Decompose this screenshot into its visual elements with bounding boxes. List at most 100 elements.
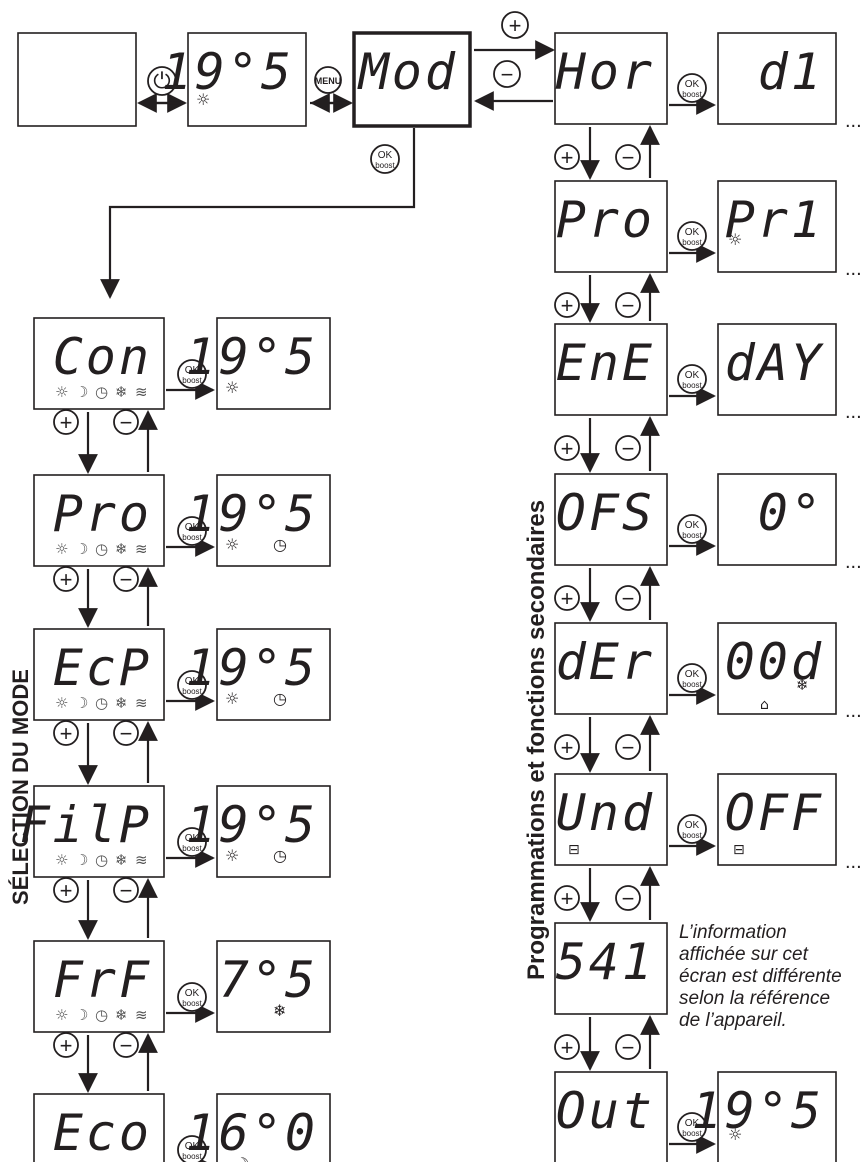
sun-icon: ☼ bbox=[55, 1006, 68, 1024]
mode-value-screen-1 bbox=[216, 474, 331, 567]
clock-icon: ◷ bbox=[95, 1006, 108, 1024]
function-screen-1-value: Pro bbox=[556, 191, 655, 249]
mode-value-screen-1-value: 19°5 bbox=[186, 485, 318, 543]
boost-label: boost bbox=[682, 1129, 702, 1138]
function-4-minus-button-label: − bbox=[622, 735, 635, 760]
function-1-minus-button-label: − bbox=[622, 293, 635, 318]
function-ok-button-0 bbox=[677, 73, 707, 103]
function-screen-4-value: dEr bbox=[556, 633, 655, 691]
function-screen-0 bbox=[554, 32, 668, 125]
function-6-minus-button-label: − bbox=[622, 1035, 635, 1060]
note-line-1: affichée sur cet bbox=[679, 944, 809, 965]
mode-screen-1 bbox=[33, 474, 165, 567]
power-icon: ⏻ bbox=[153, 68, 170, 93]
heat-waves-icon: ≋ bbox=[135, 694, 148, 712]
function-value-screen-2 bbox=[717, 323, 837, 416]
functions-section-label: Programmations et fonctions secondaires bbox=[523, 500, 550, 980]
top-minus-button bbox=[493, 60, 521, 88]
sun-icon: ☼ bbox=[225, 846, 239, 865]
top-minus-button-label: − bbox=[501, 62, 514, 87]
mode-ok-button-3 bbox=[177, 827, 207, 857]
mode-section-label: SÉLECTION DU MODE bbox=[8, 669, 33, 905]
continuation-dots: ... bbox=[845, 851, 862, 873]
mode-1-minus-button-label: − bbox=[120, 567, 133, 592]
function-2-minus-button-label: − bbox=[622, 436, 635, 461]
mode-value-screen-4-value: 7°5 bbox=[219, 951, 318, 1009]
mode-screen-4-value: FrF bbox=[53, 951, 152, 1009]
function-screen-7-value: Out bbox=[556, 1082, 655, 1140]
function-6-plus-button-label: + bbox=[561, 1035, 574, 1060]
continuation-dots: ... bbox=[845, 110, 862, 132]
continuation-dots: ... bbox=[845, 258, 862, 280]
function-1-plus-button-label: + bbox=[561, 293, 574, 318]
top-plus-button-label: + bbox=[509, 13, 522, 38]
moon-icon: ☽ bbox=[75, 1159, 88, 1162]
menu-button[interactable] bbox=[314, 66, 342, 94]
function-0-plus-button-label: + bbox=[561, 145, 574, 170]
ok-label: OK bbox=[378, 150, 393, 161]
window-icon: ⊟ bbox=[568, 842, 580, 858]
power-button[interactable] bbox=[147, 66, 177, 96]
function-ok-button-7 bbox=[677, 1112, 707, 1142]
mode-screen-0 bbox=[33, 317, 165, 410]
boost-label: boost bbox=[182, 687, 202, 696]
ok-label: OK bbox=[185, 365, 200, 376]
window-icon: ⊟ bbox=[733, 842, 745, 858]
snowflake-icon: ❄ bbox=[115, 383, 128, 401]
mod-to-modes-path bbox=[100, 128, 416, 299]
moon-icon: ☽ bbox=[235, 1154, 249, 1162]
mode-value-screen-0 bbox=[216, 317, 331, 410]
function-3-minus-button-label: − bbox=[622, 586, 635, 611]
function-3-plus-button bbox=[554, 585, 580, 611]
sun-icon: ☼ bbox=[55, 540, 68, 558]
function-3-plus-button-label: + bbox=[561, 586, 574, 611]
clock-icon: ◷ bbox=[95, 540, 108, 558]
function-2-plus-button-label: + bbox=[561, 436, 574, 461]
clock-icon: ◷ bbox=[273, 846, 287, 865]
note-line-2: écran est différente bbox=[679, 966, 842, 987]
boost-label: boost bbox=[682, 381, 702, 390]
function-2-plus-button bbox=[554, 435, 580, 461]
briefcase-icon: ⌂ bbox=[760, 697, 769, 713]
mode-screen-2-value: EcP bbox=[53, 639, 152, 697]
mode-3-minus-button-label: − bbox=[120, 878, 133, 903]
function-0-plus-button bbox=[554, 144, 580, 170]
boost-label: boost bbox=[182, 844, 202, 853]
boost-label: boost bbox=[375, 161, 395, 170]
moon-icon: ☽ bbox=[75, 694, 88, 712]
sun-icon: ☼ bbox=[225, 535, 239, 554]
mode-ok-button-0 bbox=[177, 359, 207, 389]
function-5-minus-button-label: − bbox=[622, 886, 635, 911]
function-3-minus-button bbox=[615, 585, 641, 611]
function-value-screen-1-value: Pr1 bbox=[725, 191, 824, 249]
snowflake-icon: ❄ bbox=[115, 851, 128, 869]
sun-icon: ☼ bbox=[225, 689, 239, 708]
function-4-minus-button bbox=[615, 734, 641, 760]
mode-screen-3 bbox=[33, 785, 165, 878]
function-screen-6 bbox=[554, 922, 668, 1015]
moon-icon: ☽ bbox=[75, 851, 88, 869]
mode-screen-4 bbox=[33, 940, 165, 1033]
mode-3-plus-button bbox=[53, 877, 79, 903]
boost-label: boost bbox=[182, 533, 202, 542]
continuation-dots: ... bbox=[845, 700, 862, 722]
ok-label: OK bbox=[185, 522, 200, 533]
snowflake-icon: ❄ bbox=[796, 676, 809, 694]
ok-label: OK bbox=[185, 676, 200, 687]
moon-icon: ☽ bbox=[75, 1006, 88, 1024]
sun-icon: ☼ bbox=[225, 378, 239, 397]
function-screen-5 bbox=[554, 773, 668, 866]
function-screen-2-value: EnE bbox=[556, 334, 655, 392]
sun-icon: ☼ bbox=[728, 230, 742, 249]
heat-waves-icon: ≋ bbox=[135, 851, 148, 869]
clock-icon: ◷ bbox=[95, 694, 108, 712]
mod-screen bbox=[352, 31, 472, 128]
function-0-minus-button bbox=[615, 144, 641, 170]
temperature-screen-value: 19°5 bbox=[162, 43, 294, 101]
function-2-minus-button bbox=[615, 435, 641, 461]
mode-1-minus-button bbox=[113, 566, 139, 592]
boost-label: boost bbox=[182, 1152, 202, 1161]
ok-label: OK bbox=[685, 820, 700, 831]
boost-label: boost bbox=[182, 999, 202, 1008]
mode-screen-0-value: Con bbox=[53, 328, 152, 386]
